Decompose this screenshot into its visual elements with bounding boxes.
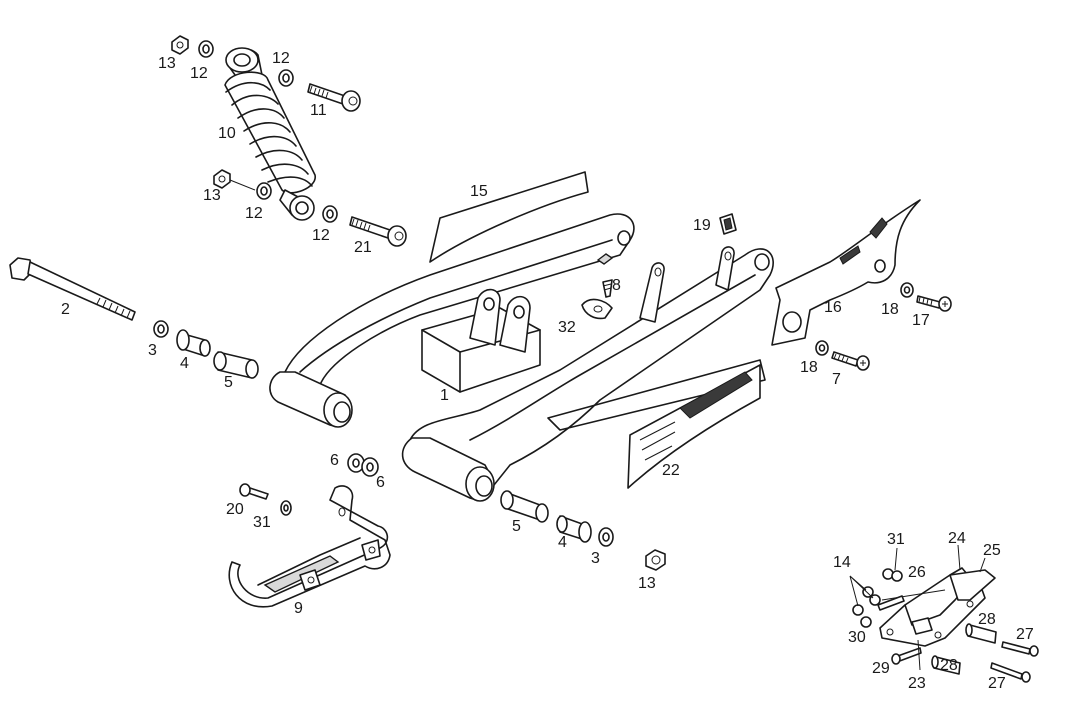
callout-16: 16 bbox=[824, 299, 842, 316]
washers-6 bbox=[347, 453, 379, 477]
chain-slider-9 bbox=[228, 483, 391, 608]
decal-22 bbox=[627, 364, 761, 489]
callout-13: 13 bbox=[203, 187, 221, 204]
callout-23: 23 bbox=[908, 675, 926, 692]
callout-6: 6 bbox=[330, 452, 339, 469]
pivot-hardware-right bbox=[500, 490, 666, 571]
callout-29: 29 bbox=[872, 660, 890, 677]
chain-adjuster-group bbox=[849, 544, 1039, 683]
callout-25: 25 bbox=[983, 542, 1001, 559]
decal-15 bbox=[429, 171, 589, 263]
pivot-hardware-left bbox=[153, 320, 259, 379]
callout-12: 12 bbox=[272, 50, 290, 67]
callout-18: 18 bbox=[800, 359, 818, 376]
callout-22: 22 bbox=[662, 462, 680, 479]
chain-guard-16 bbox=[771, 199, 921, 346]
callout-8: 8 bbox=[612, 277, 621, 294]
callout-7: 7 bbox=[832, 371, 841, 388]
callout-10: 10 bbox=[218, 125, 236, 142]
callout-labels: 13 12 12 11 10 13 12 12 21 15 19 8 32 16… bbox=[61, 50, 1034, 692]
callout-30: 30 bbox=[848, 629, 866, 646]
callout-9: 9 bbox=[294, 600, 303, 617]
callout-1: 1 bbox=[440, 387, 449, 404]
small-parts-19-8-32 bbox=[581, 213, 737, 320]
swingarm bbox=[269, 213, 774, 502]
callout-14: 14 bbox=[833, 554, 851, 571]
callout-3: 3 bbox=[591, 550, 600, 567]
callout-20: 20 bbox=[226, 501, 244, 518]
callout-12: 12 bbox=[245, 205, 263, 222]
callout-12: 12 bbox=[190, 65, 208, 82]
shock-fasteners bbox=[171, 35, 407, 247]
callout-26: 26 bbox=[908, 564, 926, 581]
callout-28: 28 bbox=[940, 657, 958, 674]
callout-28: 28 bbox=[978, 611, 996, 628]
callout-6: 6 bbox=[376, 474, 385, 491]
callout-4: 4 bbox=[558, 534, 567, 551]
callout-19: 19 bbox=[693, 217, 711, 234]
callout-5: 5 bbox=[512, 518, 521, 535]
callout-15: 15 bbox=[470, 183, 488, 200]
callout-13: 13 bbox=[638, 575, 656, 592]
shock-absorber-10 bbox=[224, 47, 316, 221]
callout-31: 31 bbox=[887, 531, 905, 548]
callout-3: 3 bbox=[148, 342, 157, 359]
callout-17: 17 bbox=[912, 312, 930, 329]
callout-31: 31 bbox=[253, 514, 271, 531]
callout-21: 21 bbox=[354, 239, 372, 256]
callout-32: 32 bbox=[558, 319, 576, 336]
callout-12: 12 bbox=[312, 227, 330, 244]
callout-13: 13 bbox=[158, 55, 176, 72]
callout-11: 11 bbox=[310, 102, 327, 119]
callout-2: 2 bbox=[61, 301, 70, 318]
callout-18: 18 bbox=[881, 301, 899, 318]
callout-24: 24 bbox=[948, 530, 966, 547]
callout-4: 4 bbox=[180, 355, 189, 372]
callout-27: 27 bbox=[988, 675, 1006, 692]
pivot-bolt-2 bbox=[9, 257, 136, 321]
callout-27: 27 bbox=[1016, 626, 1034, 643]
callout-5: 5 bbox=[224, 374, 233, 391]
bolts-17-7 bbox=[815, 282, 952, 371]
